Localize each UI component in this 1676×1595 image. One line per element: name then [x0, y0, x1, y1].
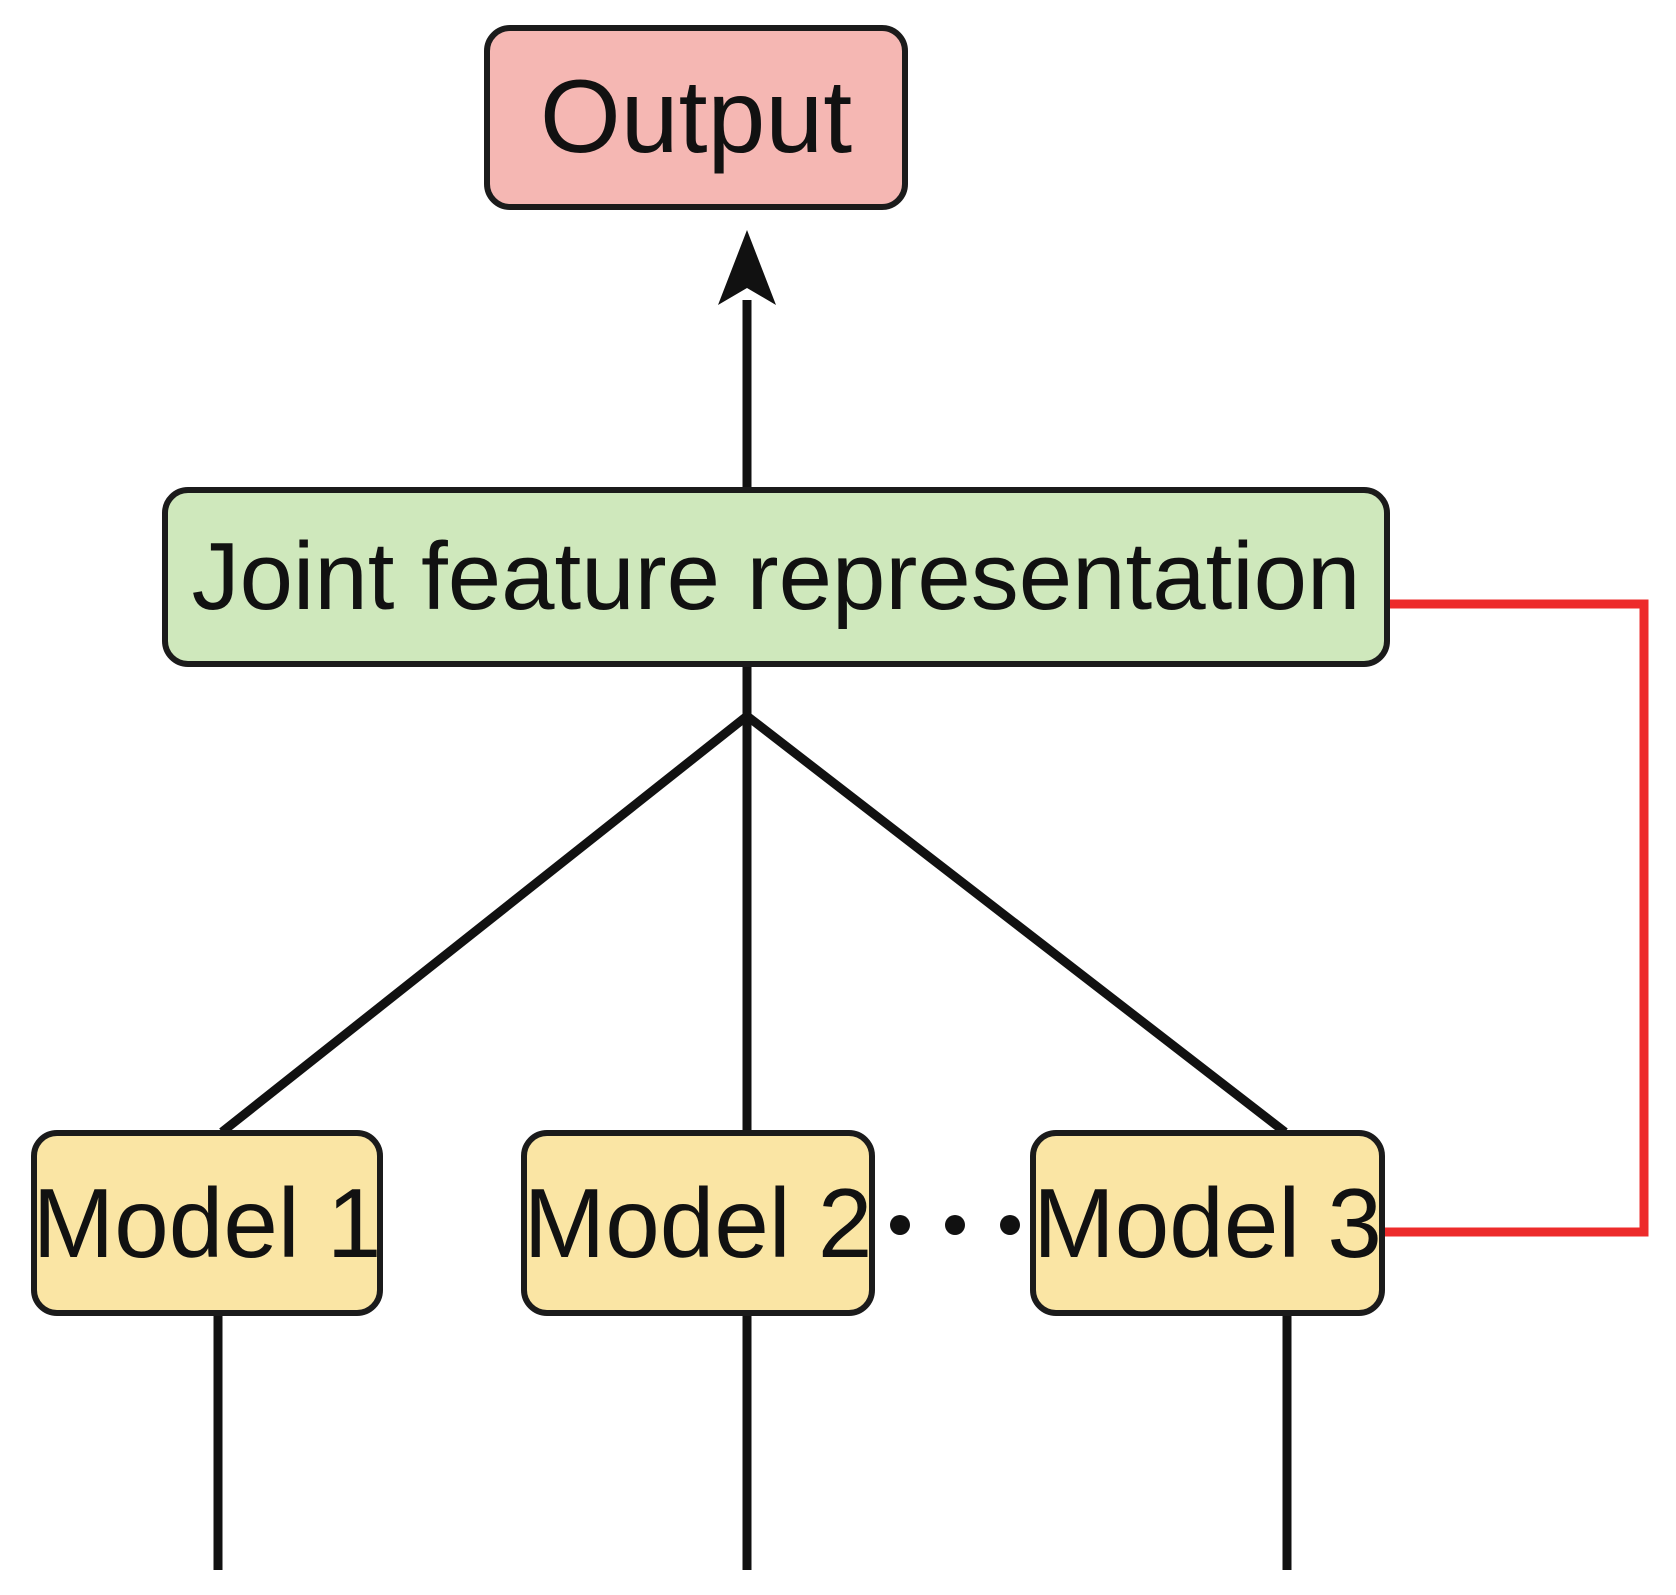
ellipsis-dot	[945, 1215, 965, 1235]
node-joint-feature-representation[interactable]: Joint feature representation	[162, 487, 1390, 667]
edge-joint-to-output	[718, 230, 776, 487]
node-output[interactable]: Output	[484, 25, 908, 210]
ellipsis-dot	[890, 1215, 910, 1235]
edge-model-1-to-joint	[219, 712, 750, 1136]
node-model-3[interactable]: Model 3	[1030, 1130, 1385, 1316]
edge-joint-to-model-3-feedback	[1384, 599, 1649, 1237]
node-model-2[interactable]: Model 2	[521, 1130, 875, 1316]
ellipsis-dots-icon	[890, 1205, 1020, 1245]
node-model-1[interactable]: Model 1	[31, 1130, 383, 1316]
ellipsis-dot	[1000, 1215, 1020, 1235]
arrowhead-icon	[718, 230, 776, 305]
edge-model-3-to-joint	[744, 712, 1288, 1136]
